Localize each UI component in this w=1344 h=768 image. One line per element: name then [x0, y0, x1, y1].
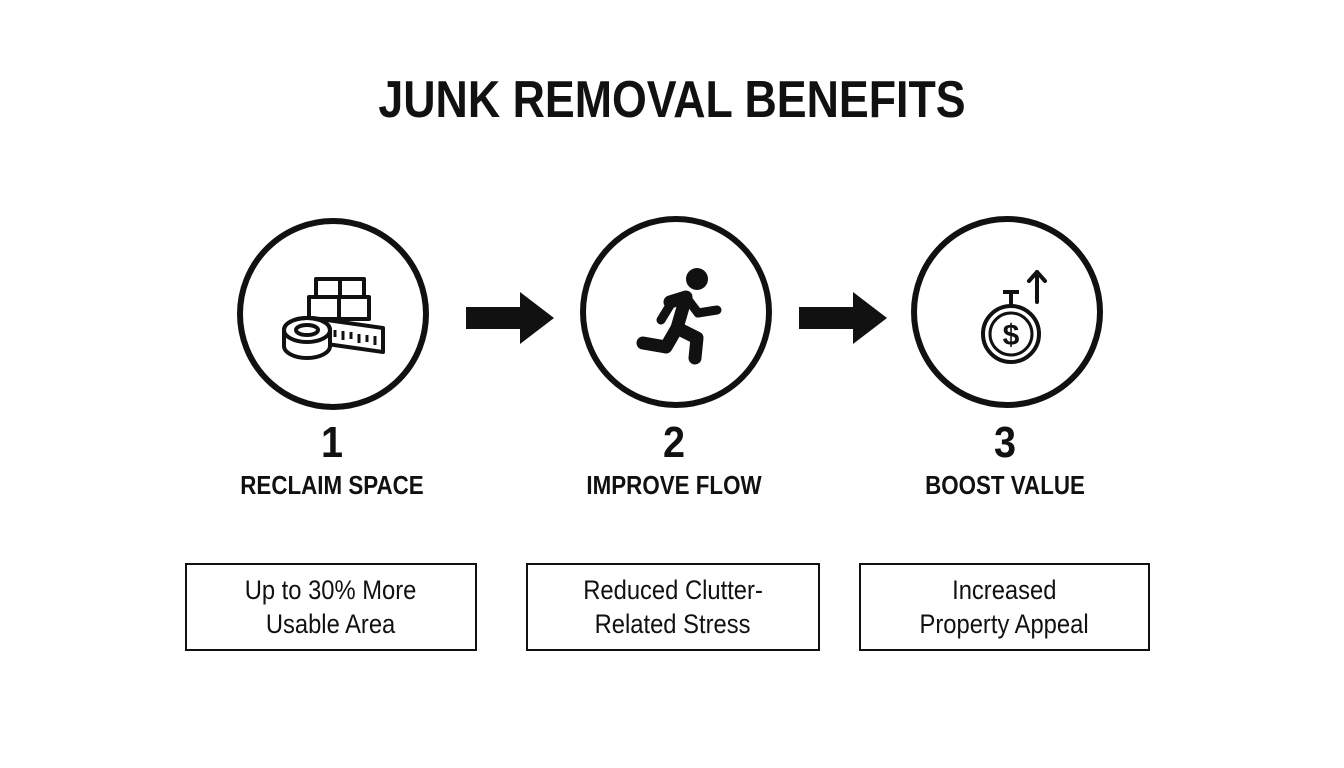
step-3-detail-box: Increased Property Appeal — [859, 563, 1150, 651]
step-2-circle — [580, 216, 772, 408]
step-1-circle — [237, 218, 429, 410]
step-2-detail-box: Reduced Clutter- Related Stress — [526, 563, 820, 651]
step-3-circle: $ — [911, 216, 1103, 408]
step-1-detail-line-1: Up to 30% More — [245, 575, 417, 605]
step-1-number: 1 — [320, 418, 344, 467]
step-1-label: RECLAIM SPACE — [240, 470, 424, 500]
dollar-coin-up-arrow-icon: $ — [981, 270, 1047, 364]
right-arrow-icon — [799, 292, 887, 344]
step-2-label: IMPROVE FLOW — [586, 470, 762, 500]
running-person-icon — [636, 268, 722, 365]
right-arrow-icon — [466, 292, 554, 344]
page-title: JUNK REMOVAL BENEFITS — [378, 71, 966, 129]
step-2-number: 2 — [662, 418, 686, 467]
step-3-detail-line-1: Increased — [952, 575, 1057, 605]
step-3-detail-line-2: Property Appeal — [919, 609, 1090, 639]
step-2-detail-line-1: Reduced Clutter- — [583, 575, 763, 605]
boxes-and-tape-measure-icon — [282, 277, 385, 360]
step-2-detail-line-2: Related Stress — [595, 609, 751, 639]
step-3-number: 3 — [993, 418, 1017, 467]
step-3-label: BOOST VALUE — [925, 470, 1085, 500]
step-1-detail-line-2: Usable Area — [266, 609, 396, 639]
svg-text:$: $ — [1003, 319, 1020, 352]
step-1-detail-box: Up to 30% More Usable Area — [185, 563, 477, 651]
